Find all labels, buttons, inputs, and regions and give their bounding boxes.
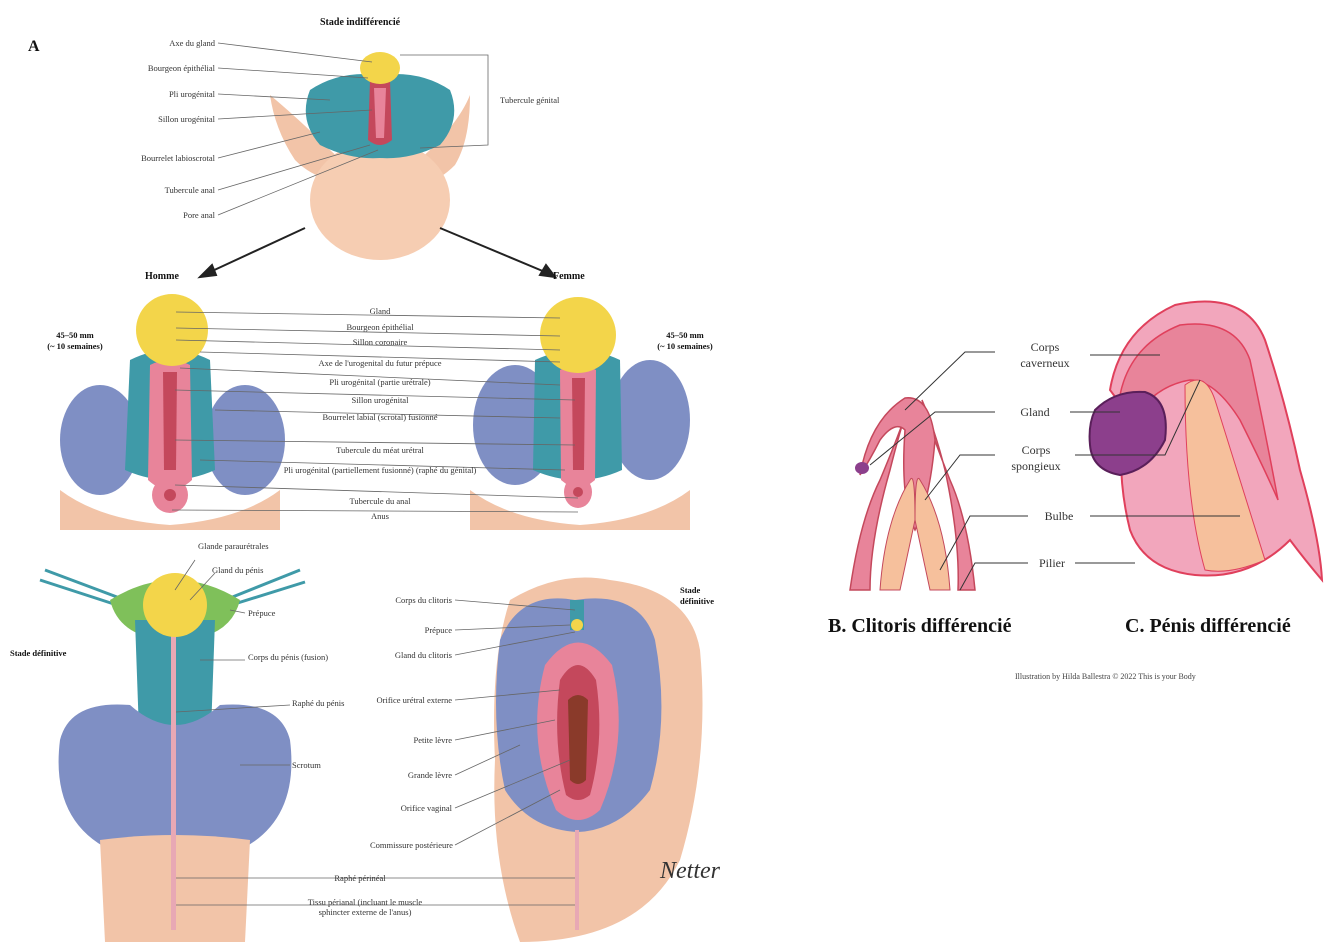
label-pore-anal: Pore anal [100,210,215,220]
label-gland-clitoris: Gland du clitoris [370,650,452,660]
label-corps-spongieux-1: Corps [998,443,1074,457]
male-definitive-figure [40,570,305,942]
label-raphe-du-penis: Raphé du pénis [292,698,344,708]
mid-label-sillon-coronaire: Sillon coronaire [260,337,500,347]
mid-label-tubercule-meat: Tubercule du méat urétral [260,445,500,455]
female-definitive-heading-1: Stade [680,585,700,595]
label-sillon-urogenital: Sillon urogénital [100,114,215,124]
label-corps-clitoris: Corps du clitoris [370,595,452,605]
mid-label-anus: Anus [260,511,500,521]
caption-penis: C. Pénis différencié [1125,615,1291,638]
mid-label-futur-prepuce: Axe de l'urogenital du futur prépuce [260,358,500,368]
female-stage-weeks: (~ 10 semaines) [630,341,740,351]
label-bourrelet-labioscrotal: Bourrelet labioscrotal [100,153,215,163]
penis-figure [1090,302,1322,580]
clitoris-figure [850,398,975,590]
label-pilier: Pilier [1030,556,1074,570]
mid-label-tubercule-anal: Tubercule du anal [260,496,500,506]
mid-label-sillon-urogenital: Sillon urogénital [260,395,500,405]
mid-label-pli-uretral: Pli urogénital (partie urétrale) [260,377,500,387]
artist-signature: Netter [660,858,720,885]
label-orifice-uretral: Orifice urétral externe [370,695,452,705]
mid-label-pli-fusionne: Pli urogénital (partiellement fusionné) … [260,465,500,475]
label-corps-du-penis: Corps du pénis (fusion) [248,652,328,662]
mid-label-gland: Gland [260,306,500,316]
female-definitive-figure [494,578,703,942]
male-definitive-heading: Stade définitive [10,648,66,658]
label-gland: Gland [1000,405,1070,419]
label-glande-paraurethrales: Glande paraurétrales [198,541,269,551]
label-commissure: Commissure postérieure [370,840,452,850]
panel-a-letter: A [28,38,40,56]
indifferent-stage-title: Stade indifférencié [320,18,400,28]
label-prepuce-male: Prépuce [248,608,275,618]
label-tubercule-genital: Tubercule génital [500,95,559,105]
female-definitive-heading-2: définitive [680,596,714,606]
male-stage-size: 45–50 mm [20,330,130,340]
label-corps-caverneux-1: Corps [1000,340,1090,354]
mid-label-bourgeon: Bourgeon épithélial [260,322,500,332]
illustration-credit: Illustration by Hilda Ballestra © 2022 T… [1015,672,1196,681]
label-prepuce-female: Prépuce [370,625,452,635]
label-bourgeon-epithelial: Bourgeon épithélial [100,63,215,73]
label-gland-du-penis: Gland du pénis [212,565,263,575]
label-corps-caverneux-2: caverneux [1000,356,1090,370]
label-axe-du-gland: Axe du gland [100,38,215,48]
female-stage-size: 45–50 mm [630,330,740,340]
male-stage-weeks: (~ 10 semaines) [20,341,130,351]
label-tissu-perianal: Tissu périanal (incluant le muscle sphin… [300,897,430,917]
label-orifice-vaginal: Orifice vaginal [370,803,452,813]
label-scrotum: Scrotum [292,760,321,770]
label-pli-urogenital: Pli urogénital [100,89,215,99]
label-raphe-perineal: Raphé périnéal [280,873,440,883]
label-grande-levre: Grande lèvre [370,770,452,780]
label-corps-spongieux-2: spongieux [998,459,1074,473]
male-heading: Homme [145,272,179,282]
female-heading: Femme [553,272,585,282]
label-tubercule-anal: Tubercule anal [100,185,215,195]
label-petite-levre: Petite lèvre [370,735,452,745]
caption-clitoris: B. Clitoris différencié [828,615,1011,638]
mid-label-bourrelet: Bourrelet labial (scrotal) fusionné [260,412,500,422]
label-bulbe: Bulbe [1030,509,1088,523]
